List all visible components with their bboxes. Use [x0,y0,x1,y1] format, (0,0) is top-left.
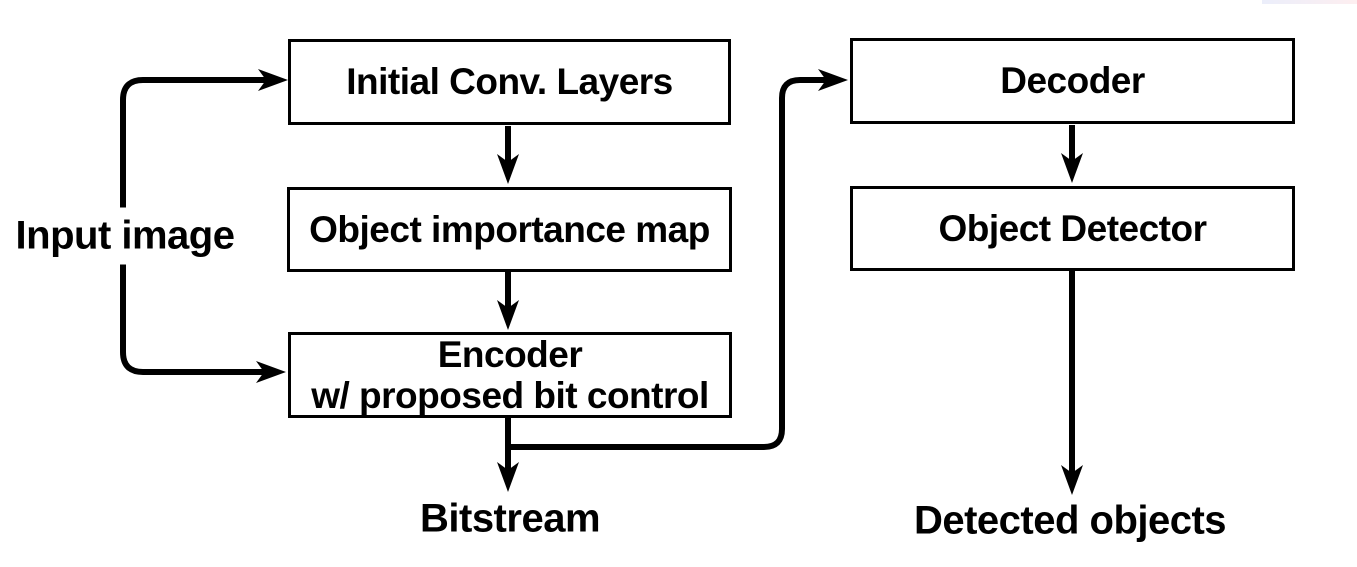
edge-input-to-encoder [120,232,286,383]
node-decoder-label: Decoder [1000,60,1145,102]
node-encoder-label-line1: Encoder [437,333,583,375]
detected-objects-label: Detected objects [913,498,1227,543]
node-object-detector: Object Detector [850,186,1295,271]
bitstream-label: Bitstream [419,496,601,541]
node-encoder: Encoder w/ proposed bit control [288,332,732,418]
node-decoder: Decoder [850,38,1295,124]
edge-input-to-conv [120,69,288,232]
input-image-label: Input image [5,207,245,265]
node-object-importance-map: Object importance map [287,187,732,272]
node-initial-conv-layers: Initial Conv. Layers [288,39,731,125]
artifact-strip [1262,0,1357,4]
node-object-detector-label: Object Detector [938,207,1207,249]
node-encoder-label-line2: w/ proposed bit control [311,375,709,416]
node-initial-conv-layers-label: Initial Conv. Layers [346,61,673,103]
node-object-importance-map-label: Object importance map [309,208,710,250]
edge-encoder-to-decoder [505,69,848,450]
